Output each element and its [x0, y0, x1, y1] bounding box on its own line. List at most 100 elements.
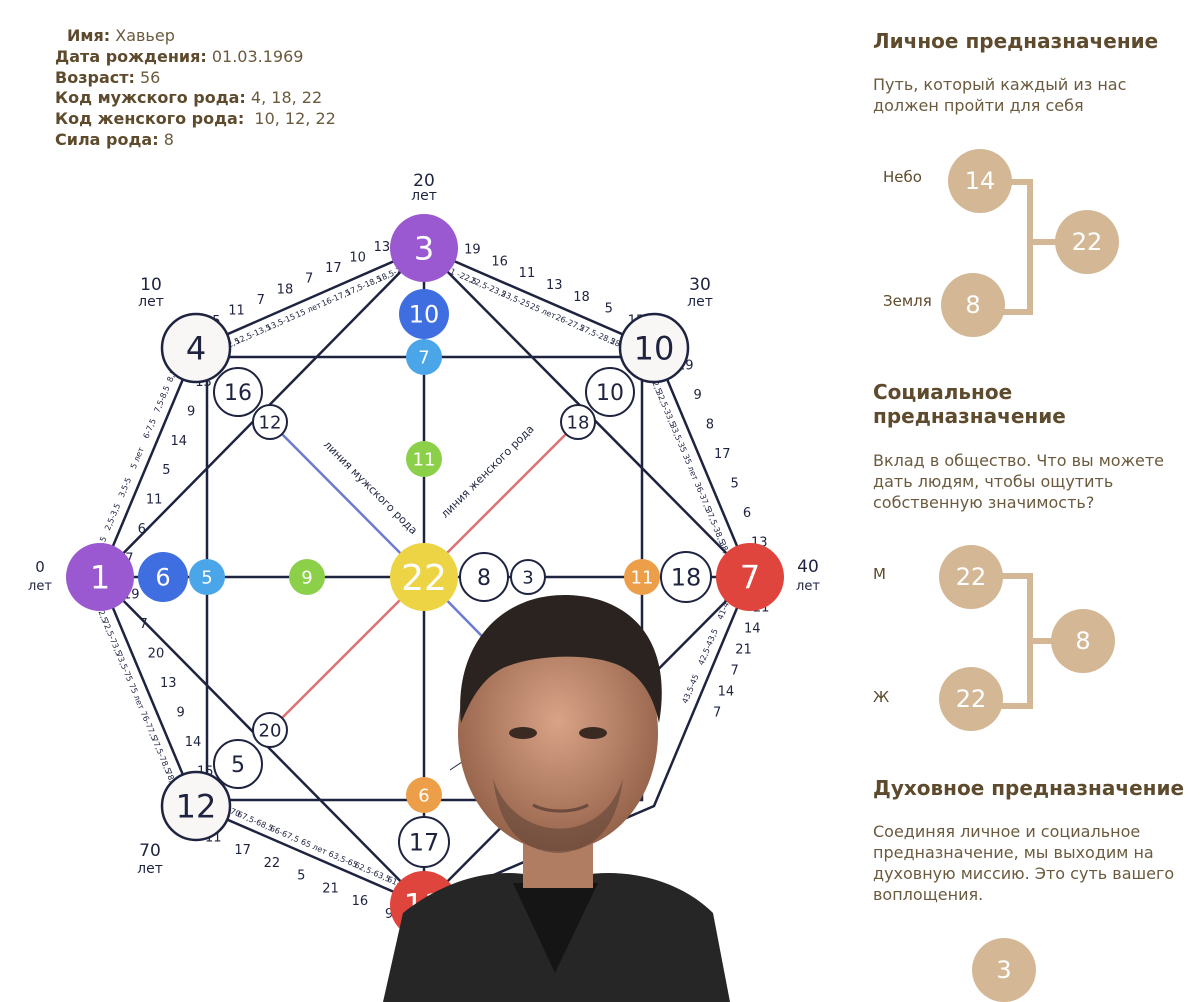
spiritual-desc-line: духовную миссию. Это суть вашего: [873, 864, 1175, 883]
edge-number: 9: [187, 404, 195, 419]
node-left4-circle: [289, 559, 325, 595]
node-left4-value: 9: [301, 567, 312, 588]
edge-number: 18: [573, 290, 590, 305]
age-range: 7,5-8,5: [152, 384, 171, 414]
personal-title: Личное предназначение: [873, 29, 1159, 53]
m-bubble: 22: [939, 545, 1003, 609]
social-desc-line: Вклад в общество. Что вы можете: [873, 451, 1165, 470]
female-code-value: 10, 12, 22: [254, 109, 336, 129]
node-center-value: 22: [401, 558, 447, 599]
male-code-value: 4, 18, 22: [250, 88, 323, 108]
node-left2-circle: [138, 552, 188, 602]
edge-number: 7: [125, 552, 133, 567]
social-title-line: предназначение: [873, 404, 1066, 428]
node-tl-value: 4: [186, 330, 206, 368]
node-bottom3-circle: [406, 777, 442, 813]
spiritual-desc-line: воплощения.: [873, 885, 984, 904]
age-30-unit: лет: [687, 294, 713, 310]
edge-number: 19: [464, 242, 481, 257]
birth-value: 01.03.1969: [211, 46, 304, 66]
node-d3-circle: [585, 367, 635, 417]
tilted-square: [205, 355, 644, 802]
edge-number: 22: [264, 856, 281, 871]
edge-number: 13: [546, 278, 563, 293]
edge-number: 9: [693, 388, 701, 403]
node-c1-circle: [459, 552, 509, 602]
age-range: 3,5-5: [117, 476, 133, 499]
edge-number: 5: [162, 463, 170, 478]
name-label: Имя:: [67, 26, 111, 45]
edge-number: 14: [185, 735, 202, 750]
age-range: 75 лет: [127, 682, 146, 711]
age-range: 66-67,5: [269, 824, 301, 845]
edge-number: 11: [146, 493, 163, 508]
social-desc: Вклад в общество. Что вы можете дать люд…: [873, 450, 1164, 513]
node-top2-circle: [399, 289, 449, 339]
node-top-value: 3: [414, 230, 434, 268]
f-bubble: 22: [939, 667, 1003, 731]
personal-desc-line: Путь, который каждый из нас: [873, 75, 1127, 94]
node-tr-circle: [618, 312, 690, 384]
age-40: 40: [797, 557, 819, 577]
edge-number: 21: [735, 642, 752, 657]
edge-number: 17: [325, 261, 342, 276]
age-20-unit: лет: [411, 188, 437, 204]
social-title: Социальное предназначение: [873, 380, 1066, 428]
personal-bracket: [995, 179, 1033, 315]
node-d4-value: 18: [567, 412, 590, 433]
age-range: 5 лет: [129, 446, 146, 470]
edge-number: 7: [731, 663, 739, 678]
name-value: Хавьер: [115, 26, 175, 45]
edge-number: 14: [718, 684, 735, 699]
edge-number: 16: [491, 254, 508, 269]
node-d5-value: 5: [231, 753, 245, 778]
edge-number: 11: [519, 266, 536, 281]
edge-number: 11: [228, 304, 245, 319]
node-c1-value: 8: [477, 566, 491, 591]
node-d2-circle: [252, 404, 288, 440]
node-top-circle: [390, 214, 458, 282]
edge-number: 6: [743, 506, 751, 521]
edge-number: 13: [374, 240, 391, 255]
node-d1-value: 16: [224, 381, 252, 406]
node-bl-value: 12: [176, 788, 217, 826]
edge-number: 7: [713, 705, 721, 720]
age-40-unit: лет: [796, 579, 820, 594]
edge-number: 5: [297, 869, 305, 884]
edge-number: 17: [234, 843, 251, 858]
age-0: 0: [35, 558, 45, 576]
age-70: 70: [139, 841, 161, 861]
age-10: 10: [140, 275, 162, 295]
edge-number: 20: [148, 647, 165, 662]
age-range: 2,5-3,5: [103, 502, 122, 532]
f-label: Ж: [873, 688, 890, 706]
edge-number: 7: [139, 617, 147, 632]
power-value: 8: [163, 129, 174, 149]
edge-number: 9: [176, 705, 184, 720]
node-bl-circle: [160, 770, 232, 842]
age-value: 56: [139, 67, 161, 87]
male-code-label: Код мужского рода:: [55, 88, 246, 108]
social-desc-line: дать людям, чтобы ощутить: [873, 472, 1114, 491]
node-left3-value: 5: [201, 567, 212, 588]
social-desc-line: собственную значимость?: [873, 493, 1095, 512]
age-range: 35 лет: [681, 453, 700, 482]
node-right-circle: [716, 543, 784, 611]
edge-number: 18: [277, 282, 294, 297]
social-result-bubble: 8: [1051, 609, 1115, 673]
portrait-photo: [383, 594, 730, 1002]
sky-label: Небо: [883, 168, 922, 186]
edge-number: 16: [352, 894, 369, 909]
spiritual-desc-line: Соединяя личное и социальное: [873, 822, 1141, 841]
node-top3-circle: [406, 339, 442, 375]
social-bracket-stem: [1027, 638, 1057, 644]
edge-number: 14: [744, 621, 761, 636]
node-right2-circle: [660, 551, 712, 603]
age-70-unit: лет: [137, 861, 163, 877]
node-right3-circle: [624, 559, 660, 595]
node-d6-value: 20: [259, 720, 282, 741]
node-bottom2-value: 17: [409, 829, 440, 857]
edge-number: 10: [349, 250, 366, 265]
female-code-label: Код женского рода:: [55, 109, 245, 129]
age-30: 30: [689, 275, 711, 295]
